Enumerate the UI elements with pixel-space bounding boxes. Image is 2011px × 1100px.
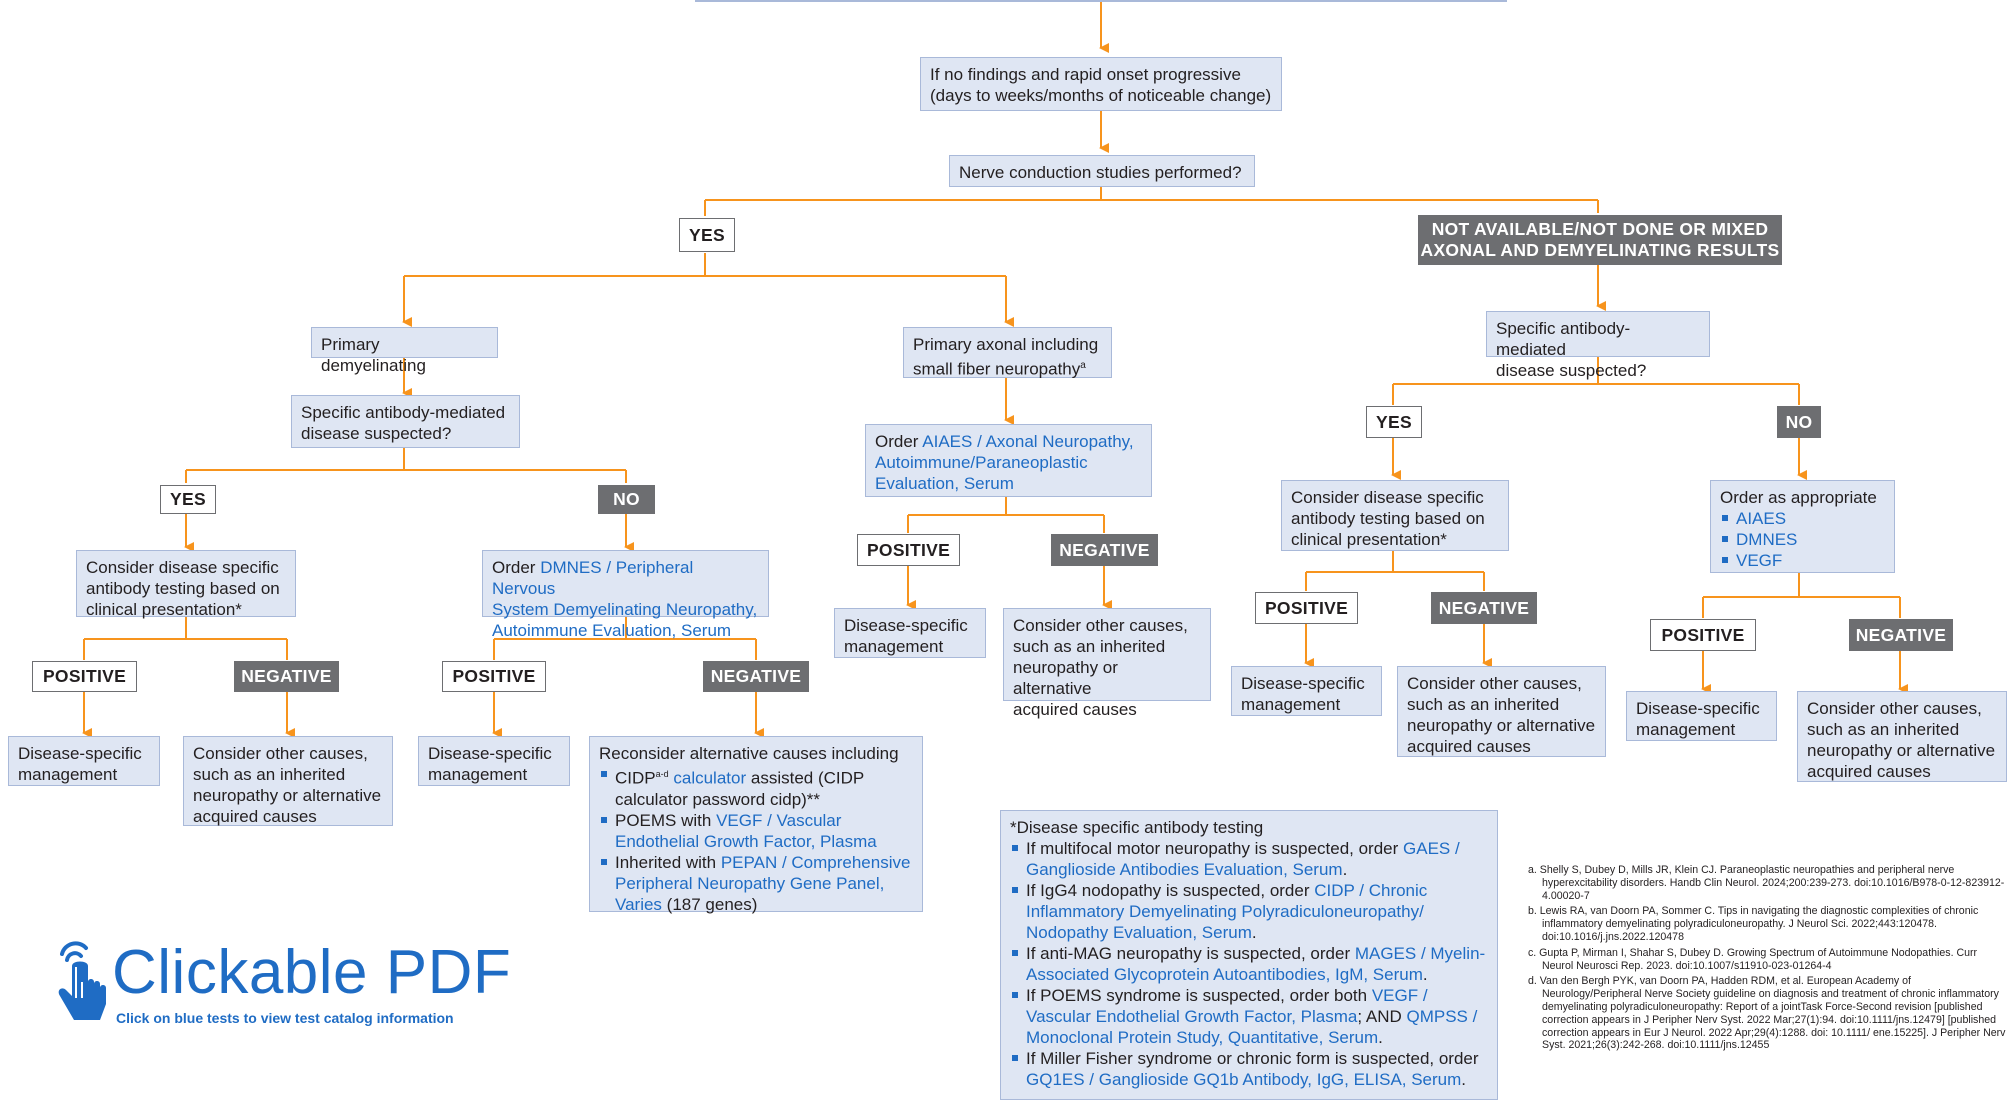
reconsider-cidp-item: CIDPa-d calculator assisted (CIDP calcul… <box>599 764 913 810</box>
reference-b: b. Lewis RA, van Doorn PA, Sommer C. Tip… <box>1528 905 1979 943</box>
pepan-test-link[interactable]: PEPAN / Comprehensive Peripheral Neuropa… <box>615 852 911 914</box>
qmpss-test-link[interactable]: QMPSS / Monoclonal Protein Study, Quanti… <box>1026 1007 1478 1047</box>
positive-label-axonal: POSITIVE <box>857 534 960 566</box>
vegf-footnote-link[interactable]: VEGF / Vascular Endothelial Growth Facto… <box>1026 986 1428 1026</box>
cidp-calculator-link[interactable]: calculator <box>673 768 747 788</box>
other-causes-box-right-2: Consider other causes, such as an inheri… <box>1797 691 2007 782</box>
disease-management-box-1: Disease-specific management <box>8 736 160 786</box>
footnote-item-end: . <box>1422 965 1428 984</box>
positive-label-right-yes: POSITIVE <box>1255 592 1358 624</box>
negative-label-right-yes: NEGATIVE <box>1431 592 1537 624</box>
other-causes-box-right-1: Consider other causes, such as an inheri… <box>1397 666 1606 757</box>
reconsider-inherited-item: Inherited with PEPAN / Comprehensive Per… <box>599 852 913 915</box>
positive-label-2: POSITIVE <box>442 661 546 692</box>
footnote-item-text: If Miller Fisher syndrome or chronic for… <box>1026 1049 1479 1068</box>
dmnes-list-link[interactable]: DMNES <box>1736 530 1798 549</box>
yes-label-right: YES <box>1366 406 1422 438</box>
hand-pointer-icon <box>58 941 106 1020</box>
order-as-appropriate-label: Order as appropriate <box>1720 488 1877 507</box>
disease-management-box-axonal: Disease-specific management <box>834 608 986 658</box>
negative-label-2: NEGATIVE <box>703 661 809 692</box>
reference-c: c. Gupta P, Mirman I, Shahar S, Dubey D.… <box>1528 946 1978 972</box>
no-label-demyelinating: NO <box>598 485 655 514</box>
gq1es-test-link[interactable]: GQ1ES / Ganglioside GQ1b Antibody, IgG, … <box>1026 1070 1462 1089</box>
primary-demyelinating-box: Primary demyelinating <box>311 327 498 375</box>
other-causes-box-axonal: Consider other causes, such as an inheri… <box>1003 608 1211 719</box>
list-item-vegf: VEGF <box>1720 550 1885 571</box>
cidp-rest: assisted (CIDP calculator password cidp)… <box>615 768 864 809</box>
primary-axonal-sup: a <box>1080 360 1086 371</box>
footnote-item-igg4: If IgG4 nodopathy is suspected, order CI… <box>1010 880 1488 943</box>
footnote-item-and: ; AND <box>1357 1007 1407 1026</box>
footnote-item-mmn: If multifocal motor neuropathy is suspec… <box>1010 838 1488 880</box>
cidp-prefix: CIDP <box>615 768 656 788</box>
mages-test-link[interactable]: MAGES / Myelin-Associated Glycoprotein A… <box>1026 944 1486 984</box>
other-causes-box-1: Consider other causes, such as an inheri… <box>183 736 393 826</box>
disease-management-box-right-2: Disease-specific management <box>1626 691 1777 741</box>
vegf-list-link[interactable]: VEGF <box>1736 551 1783 570</box>
inherited-prefix: Inherited with <box>615 852 721 872</box>
primary-axonal-text: Primary axonal including small fiber neu… <box>913 335 1099 379</box>
negative-label-right-no: NEGATIVE <box>1849 619 1953 651</box>
order-label: Order <box>492 558 536 577</box>
primary-axonal-box: Primary axonal including small fiber neu… <box>903 327 1112 379</box>
reconsider-causes-box: Reconsider alternative causes including … <box>589 736 923 915</box>
onset-box: If no findings and rapid onset progressi… <box>920 57 1282 111</box>
list-item-aiaes: AIAES <box>1720 508 1885 529</box>
poems-prefix: POEMS with <box>615 810 717 830</box>
footnote-item-text: If multifocal motor neuropathy is suspec… <box>1026 839 1404 858</box>
disease-management-box-right-1: Disease-specific management <box>1231 666 1382 716</box>
order-dmnes-box: Order DMNES / Peripheral Nervous System … <box>482 550 769 640</box>
negative-label-1: NEGATIVE <box>234 661 339 692</box>
clickable-pdf-logo: Clickable PDF Click on blue tests to vie… <box>52 938 522 1038</box>
positive-label-right-no: POSITIVE <box>1650 619 1756 651</box>
cidp-test-link[interactable]: CIDP / Chronic Inflammatory Demyelinatin… <box>1026 881 1428 942</box>
vegf-test-link[interactable]: VEGF / Vascular Endothelial Growth Facto… <box>615 810 877 851</box>
reconsider-poems-item: POEMS with VEGF / Vascular Endothelial G… <box>599 810 913 852</box>
references-list: a. Shelly S, Dubey D, Mills JR, Klein CJ… <box>1528 864 2008 1055</box>
logo-title: Clickable PDF <box>112 938 512 1007</box>
footnote-item-miller-fisher: If Miller Fisher syndrome or chronic for… <box>1010 1048 1488 1090</box>
footnote-item-mag: If anti-MAG neuropathy is suspected, ord… <box>1010 943 1488 985</box>
footnote-item-end: . <box>1251 923 1257 942</box>
order-label-axonal: Order <box>875 432 919 451</box>
list-item-dmnes: DMNES <box>1720 529 1885 550</box>
no-label-right: NO <box>1777 406 1821 438</box>
gaes-test-link[interactable]: GAES / Ganglioside Antibodies Evaluation… <box>1026 839 1460 879</box>
consider-specific-testing-right: Consider disease specific antibody testi… <box>1281 480 1509 551</box>
logo-subtitle: Click on blue tests to view test catalog… <box>116 1010 454 1026</box>
inherited-rest: (187 genes) <box>661 894 758 914</box>
ncs-question-box: Nerve conduction studies performed? <box>949 155 1255 187</box>
aiaes-list-link[interactable]: AIAES <box>1736 509 1787 528</box>
order-aiaes-box: Order AIAES / Axonal Neuropathy, Autoimm… <box>865 424 1152 497</box>
cidp-sup: a-d <box>655 769 669 779</box>
footnote-item-poems: If POEMS syndrome is suspected, order bo… <box>1010 985 1488 1048</box>
reference-d: d. Van den Bergh PYK, van Doorn PA, Hadd… <box>1528 975 2006 1052</box>
negative-label-axonal: NEGATIVE <box>1051 534 1158 566</box>
antibody-question-right: Specific antibody-mediated disease suspe… <box>1486 311 1710 380</box>
footnote-item-end: . <box>1461 1070 1467 1089</box>
yes-label-ncs: YES <box>679 218 735 252</box>
yes-label-demyelinating: YES <box>160 485 216 514</box>
not-available-label: NOT AVAILABLE/NOT DONE OR MIXED AXONAL A… <box>1418 215 1782 265</box>
antibody-question-demyelinating: Specific antibody-mediated disease suspe… <box>291 395 520 448</box>
footnote-item-end: . <box>1378 1028 1383 1047</box>
disease-management-box-2: Disease-specific management <box>418 736 570 786</box>
consider-specific-testing-left: Consider disease specific antibody testi… <box>76 550 296 619</box>
footnote-item-text: If IgG4 nodopathy is suspected, order <box>1026 881 1315 900</box>
footnote-item-text: If anti-MAG neuropathy is suspected, ord… <box>1026 944 1355 963</box>
positive-label-1: POSITIVE <box>32 661 137 692</box>
footnote-item-end: . <box>1342 860 1348 879</box>
dmnes-test-link[interactable]: DMNES / Peripheral Nervous System Demyel… <box>492 558 758 640</box>
footnote-title: *Disease specific antibody testing <box>1010 818 1264 837</box>
aiaes-test-link[interactable]: AIAES / Axonal Neuropathy, Autoimmune/Pa… <box>875 432 1134 493</box>
footnote-item-text: If POEMS syndrome is suspected, order bo… <box>1026 986 1372 1005</box>
order-as-appropriate-box: Order as appropriate AIAES DMNES VEGF <box>1710 480 1895 573</box>
antibody-testing-footnote: *Disease specific antibody testing If mu… <box>1000 810 1498 1100</box>
reconsider-intro: Reconsider alternative causes including <box>599 744 899 763</box>
reference-a: a. Shelly S, Dubey D, Mills JR, Klein CJ… <box>1528 864 2005 902</box>
